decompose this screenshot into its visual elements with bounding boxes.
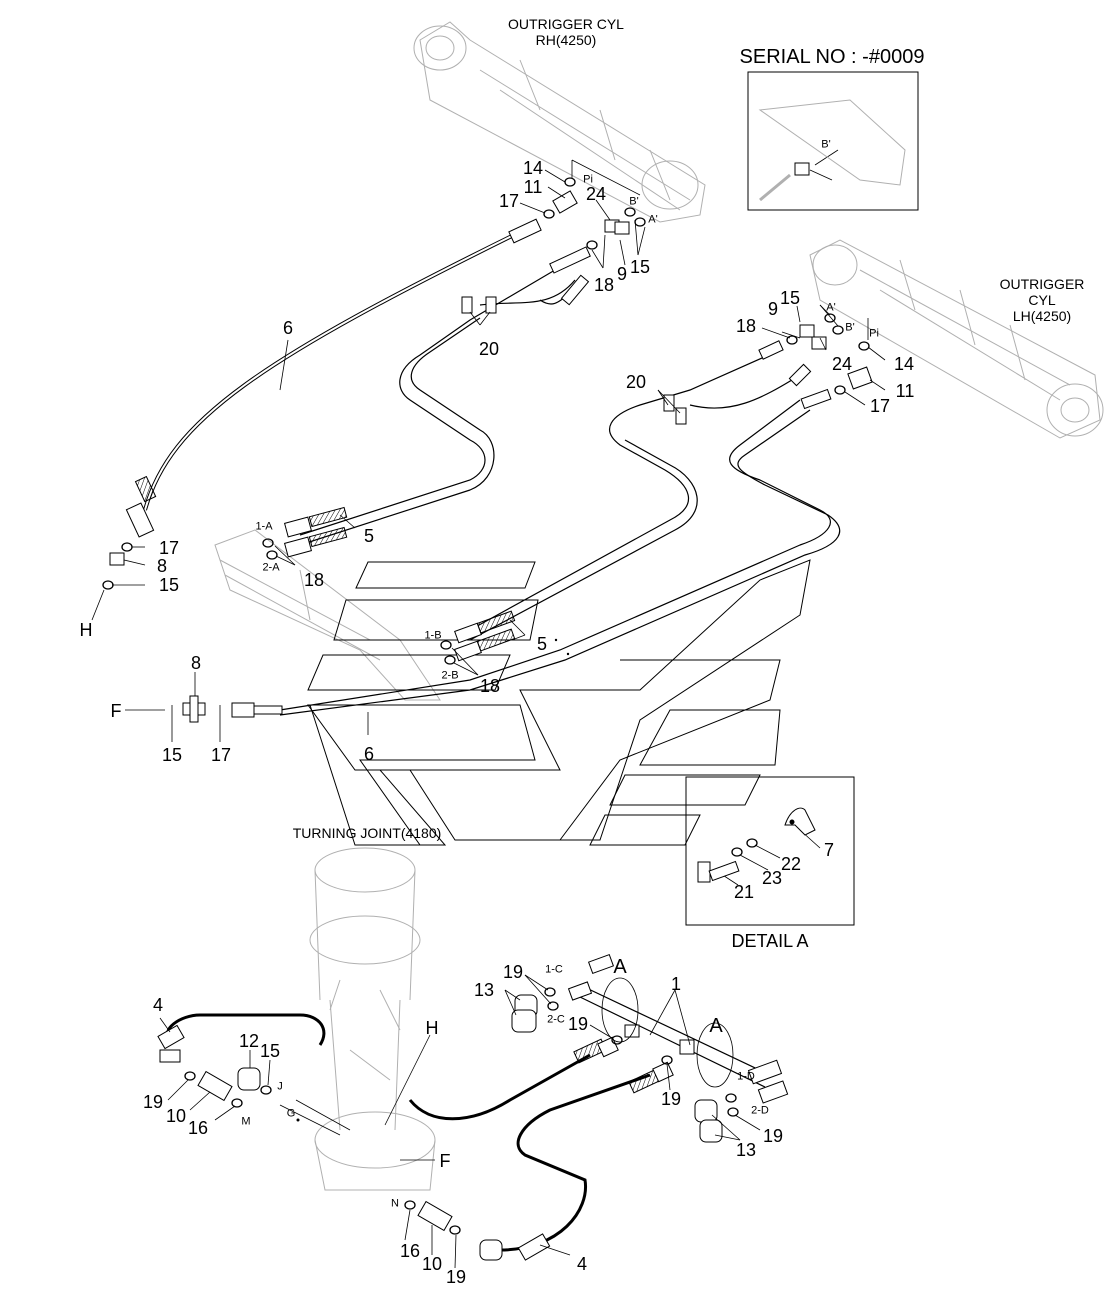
- callout-label: B': [629, 195, 639, 208]
- callout-label: B': [821, 138, 831, 151]
- callout-label: F: [110, 701, 122, 721]
- callout-label: 22: [780, 854, 802, 874]
- callout-label: 17: [869, 396, 891, 416]
- callout-label: 11: [523, 177, 543, 197]
- callout-label: 19: [660, 1089, 682, 1109]
- callout-label: 18: [303, 570, 325, 590]
- callout-label: 2-C: [547, 1013, 565, 1026]
- callout-label: 15: [629, 257, 651, 277]
- callout-label: 2-A: [262, 561, 280, 574]
- leader-lines: [91, 149, 886, 1269]
- callout-label: 6: [363, 744, 375, 764]
- callout-label: 9: [767, 299, 779, 319]
- callout-label: 21: [733, 882, 755, 902]
- callout-label: 14: [522, 158, 544, 178]
- callout-label: 16: [187, 1118, 209, 1138]
- callout-label: 6: [282, 318, 294, 338]
- callout-label: 19: [445, 1267, 467, 1287]
- callout-label: 1-D: [737, 1070, 755, 1083]
- center-marks: [296, 638, 570, 1122]
- callout-label: 15: [779, 288, 801, 308]
- outrigger-cyl-lh-title-line2: LH(4250): [1012, 308, 1072, 324]
- callout-label: 20: [478, 339, 500, 359]
- callout-label: 24: [585, 184, 607, 204]
- callout-label: 17: [158, 538, 180, 558]
- callout-label: M: [241, 1115, 251, 1128]
- callout-label: 8: [190, 653, 202, 673]
- callout-label: 15: [158, 575, 180, 595]
- ghost-components: [214, 21, 1104, 1191]
- callout-label: 18: [479, 676, 501, 696]
- callout-label: 14: [893, 354, 915, 374]
- callout-label: N: [391, 1197, 399, 1210]
- serial-number: SERIAL NO : -#0009: [739, 46, 925, 68]
- callout-label: 19: [762, 1126, 784, 1146]
- callout-label: Pi: [869, 327, 879, 340]
- callout-label: 2-B: [441, 669, 459, 682]
- callout-label: 15: [161, 745, 183, 765]
- callout-label: 7: [823, 840, 835, 860]
- callout-label: 15: [259, 1041, 281, 1061]
- detail-a-caption: DETAIL A: [731, 931, 809, 951]
- fittings: [109, 190, 873, 1261]
- outrigger-cyl-rh-title-line2: RH(4250): [535, 32, 597, 48]
- callout-label: G: [286, 1107, 296, 1120]
- outrigger-cyl-rh-title-line1: OUTRIGGER CYL: [508, 16, 624, 32]
- callout-label: A: [709, 1015, 723, 1037]
- callout-label: 17: [498, 191, 520, 211]
- callout-label: A': [826, 301, 836, 314]
- callout-label: A: [613, 956, 627, 978]
- callout-label: 18: [735, 316, 757, 336]
- callout-label: 5: [363, 526, 375, 546]
- callout-label: 1-C: [545, 963, 563, 976]
- callout-label: 19: [142, 1092, 164, 1112]
- callout-label: A': [648, 213, 658, 226]
- chassis-frame-ghost: [214, 529, 441, 701]
- callout-label: 4: [152, 995, 164, 1015]
- callout-label: 17: [210, 745, 232, 765]
- callout-label: 10: [421, 1254, 443, 1274]
- callout-label: 2-D: [751, 1104, 769, 1117]
- detail-a-box: [685, 776, 855, 926]
- outrigger-cyl-rh-title: OUTRIGGER CYL RH(4250): [508, 16, 624, 48]
- callout-label: 4: [576, 1254, 588, 1274]
- callout-label: 16: [399, 1241, 421, 1261]
- callout-label: F: [439, 1151, 451, 1171]
- callout-label: 8: [156, 556, 168, 576]
- callout-label: 9: [616, 264, 628, 284]
- callout-label: 1-B: [424, 629, 442, 642]
- outrigger-cyl-lh-title-line1: OUTRIGGER CYL: [999, 276, 1085, 308]
- callout-label: Pi: [583, 173, 593, 186]
- callout-label: 1: [670, 974, 682, 994]
- callout-label: 18: [593, 275, 615, 295]
- callout-label: 24: [831, 354, 853, 374]
- outrigger-cyl-rh-ghost: [413, 21, 706, 223]
- callout-label: 12: [238, 1031, 260, 1051]
- outrigger-cyl-lh-title: OUTRIGGER CYL LH(4250): [1000, 276, 1085, 324]
- callout-label: 19: [567, 1014, 589, 1034]
- callout-label: 23: [761, 868, 783, 888]
- callout-label: B': [845, 321, 855, 334]
- callout-label: H: [425, 1018, 439, 1038]
- callout-label: 10: [165, 1106, 187, 1126]
- callout-label: 1-A: [255, 520, 273, 533]
- callout-label: 13: [735, 1140, 757, 1160]
- callout-label: 11: [895, 381, 915, 401]
- detail-a-markers: [601, 977, 734, 1088]
- callout-label: H: [79, 620, 93, 640]
- frame-plates: [307, 559, 811, 846]
- callout-label: 13: [473, 980, 495, 1000]
- callout-label: 19: [502, 962, 524, 982]
- callout-label: 20: [625, 372, 647, 392]
- outrigger-cyl-lh-ghost: [809, 239, 1104, 439]
- turning-joint-title: TURNING JOINT(4180): [292, 825, 442, 841]
- turning-joint-ghost: [309, 847, 436, 1191]
- callout-label: 5: [536, 634, 548, 654]
- serial-inset-box: [747, 71, 919, 211]
- callout-label: J: [277, 1080, 283, 1093]
